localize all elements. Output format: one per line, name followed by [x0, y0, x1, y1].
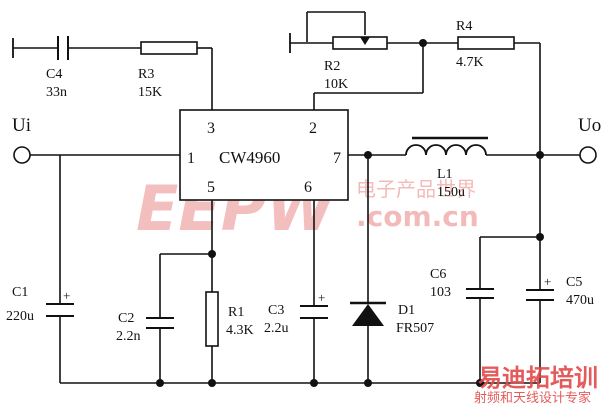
ic-pin-5: 5 [207, 179, 215, 196]
polarity-marks: + + + [63, 274, 551, 305]
ground-symbols [12, 33, 291, 58]
capacitor-c3-symbol [300, 305, 328, 319]
c1-plus-mark: + [63, 288, 70, 303]
c1-ref: C1 [12, 285, 28, 300]
l1-ref: L1 [437, 167, 453, 182]
c6-ref: C6 [430, 267, 446, 282]
junction-dot [419, 39, 427, 47]
bottom-sub-text: 射频和天线设计专家 [474, 390, 591, 405]
c2-value: 2.2n [116, 329, 141, 344]
ic-name: CW4960 [219, 148, 280, 167]
input-terminal-circle [13, 146, 31, 164]
junction-dot [310, 379, 318, 387]
c1-value: 220u [6, 309, 34, 324]
resistor-r1-symbol [205, 291, 219, 347]
c5-plus-mark: + [544, 274, 551, 289]
r1-value: 4.3K [226, 323, 254, 338]
inductor-l1-symbol [405, 136, 488, 156]
eepw-cn-text: 电子产品世界 [356, 177, 476, 201]
r2-value: 10K [324, 77, 348, 92]
c3-plus-mark: + [318, 290, 325, 305]
c3-value: 2.2u [264, 321, 289, 336]
c4-ref: C4 [46, 67, 62, 82]
d1-ref: D1 [398, 303, 415, 318]
r2-ref: R2 [324, 59, 340, 74]
diode-d1-symbol [350, 301, 386, 326]
capacitor-c4-symbol [57, 36, 69, 60]
capacitor-c2-symbol [146, 317, 174, 329]
ic-cw4960-body [179, 109, 349, 201]
ic-pin-3: 3 [207, 120, 215, 137]
junction-dots [156, 39, 544, 387]
ic-pin-7: 7 [333, 150, 341, 167]
junction-dot [208, 250, 216, 258]
junction-dot [476, 379, 484, 387]
d1-value: FR507 [396, 321, 434, 336]
capacitor-c5-symbol [526, 289, 554, 301]
r3-value: 15K [138, 85, 162, 100]
capacitor-c6-symbol [466, 288, 494, 299]
junction-dot [364, 151, 372, 159]
ic-pin-6: 6 [304, 179, 312, 196]
ic-pin-2: 2 [309, 120, 317, 137]
capacitor-c1-symbol [46, 303, 74, 317]
c6-value: 103 [430, 285, 451, 300]
junction-dot [536, 151, 544, 159]
junction-dot [536, 233, 544, 241]
r4-ref: R4 [456, 19, 472, 34]
c5-value: 470u [566, 293, 594, 308]
junction-dot [208, 379, 216, 387]
c2-ref: C2 [118, 311, 134, 326]
bottom-watermark: 易迪拓培训 射频和天线设计专家 [474, 364, 598, 405]
component-labels: C4 33n R3 15K R2 10K R4 4.7K L1 150u C1 … [6, 19, 594, 344]
r3-ref: R3 [138, 67, 154, 82]
output-label: Uo [578, 115, 601, 136]
c4-value: 33n [46, 85, 67, 100]
r4-value: 4.7K [456, 55, 484, 70]
l1-value: 150u [437, 185, 465, 200]
ic-pin-1: 1 [187, 150, 195, 167]
c5-ref: C5 [566, 275, 582, 290]
output-terminal-circle [579, 146, 597, 164]
potentiometer-r2-symbol [332, 36, 388, 50]
ic-labels: CW4960 1 7 3 2 5 6 [187, 120, 341, 196]
r1-ref: R1 [228, 305, 244, 320]
resistor-r3-symbol [140, 41, 198, 55]
eepw-url-text: .com.cn [356, 200, 479, 233]
junction-dot [156, 379, 164, 387]
junction-dot [364, 379, 372, 387]
bottom-logo-text: 易迪拓培训 [478, 364, 598, 392]
c3-ref: C3 [268, 303, 284, 318]
resistor-r4-symbol [457, 36, 515, 50]
input-label: Ui [12, 115, 31, 136]
